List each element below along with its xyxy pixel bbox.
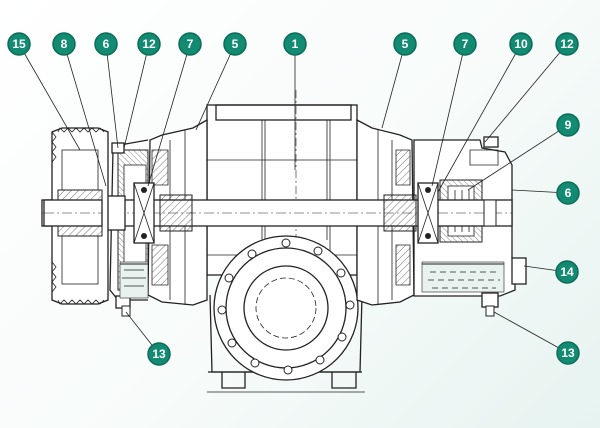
callout-6-left: 6: [94, 32, 118, 56]
callout-label: 15: [12, 37, 26, 51]
callout-8: 8: [52, 32, 76, 56]
callout-13-right: 13: [556, 341, 580, 365]
callout-14: 14: [555, 260, 579, 284]
callout-label: 12: [142, 37, 156, 51]
callout-13-left: 13: [147, 342, 171, 366]
callout-12-left: 12: [137, 32, 161, 56]
callout-label: 12: [560, 37, 574, 51]
callout-5-right: 5: [393, 32, 417, 56]
callout-1: 1: [283, 32, 307, 56]
callout-label: 1: [292, 37, 299, 51]
callouts: 15 8 6 12 7 5 1 5: [7, 32, 580, 366]
leader-lines: [18, 43, 569, 355]
callout-label: 14: [560, 265, 574, 279]
callout-label: 6: [565, 186, 572, 200]
callout-5-left: 5: [223, 32, 247, 56]
v-belt-pulley: [43, 127, 109, 305]
callout-label: 5: [402, 37, 409, 51]
callout-label: 7: [462, 37, 469, 51]
callout-label: 7: [187, 37, 194, 51]
callout-label: 13: [561, 346, 575, 360]
callout-7-left: 7: [178, 32, 202, 56]
callout-label: 5: [232, 37, 239, 51]
callout-10: 10: [509, 32, 533, 56]
right-bearing: [417, 182, 439, 244]
callout-label: 10: [514, 37, 528, 51]
callout-6-right: 6: [556, 181, 580, 205]
callout-label: 13: [152, 347, 166, 361]
callout-label: 9: [565, 118, 572, 132]
outlet-flange: [207, 235, 365, 393]
drain-plugs: [121, 305, 495, 317]
callout-12-right: 12: [555, 32, 579, 56]
left-bearing: [133, 182, 155, 244]
callout-7-right: 7: [453, 32, 477, 56]
callout-9: 9: [556, 113, 580, 137]
callout-label: 6: [103, 37, 110, 51]
flange-bolts: [217, 238, 355, 375]
callout-label: 8: [61, 37, 68, 51]
callout-15: 15: [7, 32, 31, 56]
machine-drawing: [41, 90, 527, 393]
